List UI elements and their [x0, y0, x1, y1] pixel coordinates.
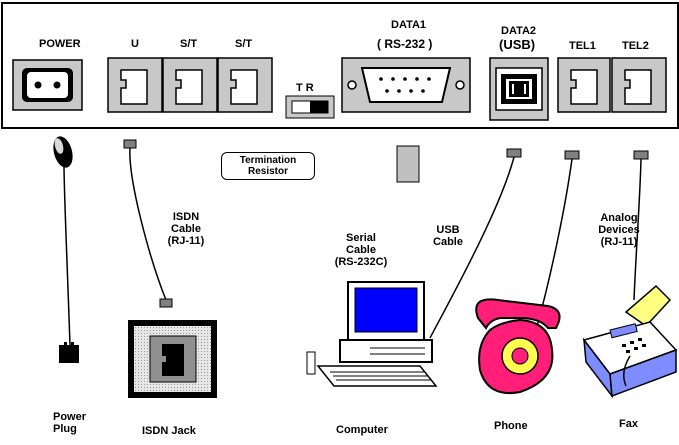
tel1-port	[557, 57, 611, 113]
data2-usb-port	[489, 57, 549, 121]
serial-cable-label: Serial Cable (RS-232C)	[325, 232, 397, 268]
isdn-jack-illustration	[128, 320, 217, 398]
fax-cable	[633, 150, 649, 301]
data1-serial-port	[341, 57, 471, 113]
u-port	[107, 57, 163, 113]
tr-label: T R	[296, 82, 314, 94]
isdn-cable-line-2: Cable	[171, 223, 201, 235]
data1-label: DATA1	[391, 19, 427, 31]
st-port-2	[217, 57, 273, 113]
phone-illustration	[475, 298, 561, 394]
analog-line-2: Devices	[598, 224, 640, 236]
fax-illustration	[582, 284, 678, 399]
st2-label: S/T	[235, 38, 253, 50]
termination-switch	[285, 95, 335, 119]
power-plug-caption: Power Plug	[53, 411, 86, 435]
serial-cable	[396, 145, 420, 183]
serial-cable-line-3: (RS-232C)	[334, 256, 388, 268]
usb-cable-label: USB Cable	[428, 224, 468, 248]
u-label: U	[131, 38, 139, 50]
analog-line-3: (RJ-11)	[600, 236, 638, 248]
isdn-cable-label: ISDN Cable (RJ-11)	[158, 211, 214, 247]
power-label: POWER	[39, 38, 81, 50]
st1-label: S/T	[180, 38, 198, 50]
power-socket	[12, 59, 83, 111]
isdn-jack-caption: ISDN Jack	[142, 425, 196, 437]
computer-illustration	[306, 281, 438, 387]
serial-cable-line-2: Cable	[346, 244, 376, 256]
rear-panel	[1, 2, 679, 129]
tel2-label: TEL2	[622, 40, 649, 52]
isdn-cable-line-1: ISDN	[172, 211, 200, 223]
termination-line-2: Resistor	[247, 166, 288, 177]
isdn-cable-line-3: (RJ-11)	[167, 235, 205, 247]
termination-line-1: Termination	[239, 155, 297, 166]
data2-sublabel: (USB)	[499, 37, 536, 52]
isdn-cable	[123, 139, 173, 308]
serial-cable-line-1: Serial	[346, 232, 376, 244]
st-port-1	[162, 57, 218, 113]
data2-label: DATA2	[501, 25, 537, 37]
data1-sublabel: ( RS-232 )	[377, 37, 433, 51]
phone-caption: Phone	[494, 420, 528, 432]
analog-devices-label: Analog Devices (RJ-11)	[590, 212, 648, 248]
tel2-port	[611, 57, 667, 113]
usb-cable-line-2: Cable	[433, 236, 463, 248]
tel1-label: TEL1	[569, 40, 596, 52]
usb-cable	[429, 148, 522, 339]
analog-line-1: Analog	[600, 212, 638, 224]
usb-cable-line-1: USB	[436, 224, 460, 236]
fax-caption: Fax	[619, 418, 638, 430]
power-plug-line-1: Power	[53, 411, 87, 423]
power-cable	[53, 136, 79, 363]
computer-caption: Computer	[336, 424, 388, 436]
termination-resistor-callout: Termination Resistor	[221, 152, 315, 180]
power-plug-line-2: Plug	[53, 423, 77, 435]
phone-cable	[535, 150, 580, 331]
